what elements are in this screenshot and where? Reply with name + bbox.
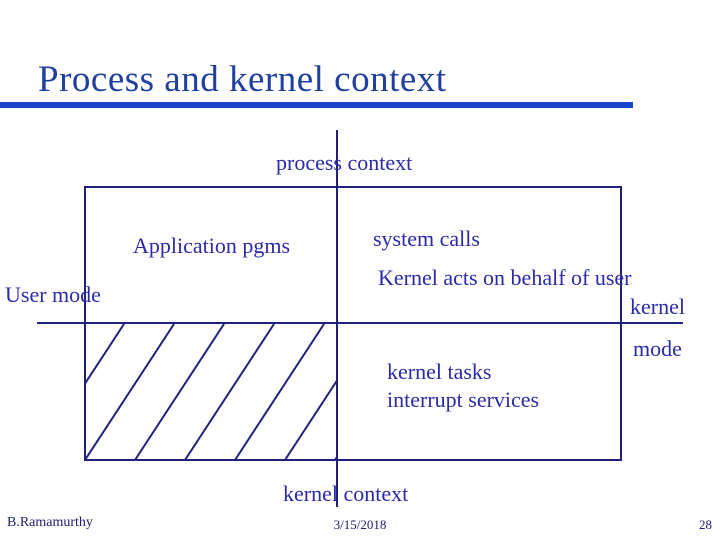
interrupt-services-label: interrupt services bbox=[387, 387, 540, 412]
kernel-mode-label-line1: kernel bbox=[630, 294, 685, 319]
footer-page-number: 28 bbox=[699, 517, 712, 532]
system-calls-label: system calls bbox=[373, 226, 480, 251]
kernel-mode-label-line2: mode bbox=[633, 336, 682, 361]
process-kernel-divider-line bbox=[336, 130, 338, 507]
hatch-pattern bbox=[85, 324, 336, 460]
footer-date: 3/15/2018 bbox=[333, 517, 387, 532]
application-pgms-label: Application pgms bbox=[133, 233, 291, 258]
title-underline-rule bbox=[0, 102, 633, 108]
kernel-acts-label: Kernel acts on behalf of user bbox=[378, 265, 632, 290]
kernel-context-label: kernel context bbox=[283, 481, 409, 506]
footer-author: B.Ramamurthy bbox=[7, 515, 93, 530]
process-context-label: process context bbox=[276, 150, 413, 175]
user-kernel-mode-divider-line bbox=[37, 322, 683, 324]
kernel-tasks-label: kernel tasks bbox=[387, 359, 492, 384]
user-mode-label: User mode bbox=[5, 282, 101, 307]
slide-title: Process and kernel context bbox=[38, 59, 447, 100]
